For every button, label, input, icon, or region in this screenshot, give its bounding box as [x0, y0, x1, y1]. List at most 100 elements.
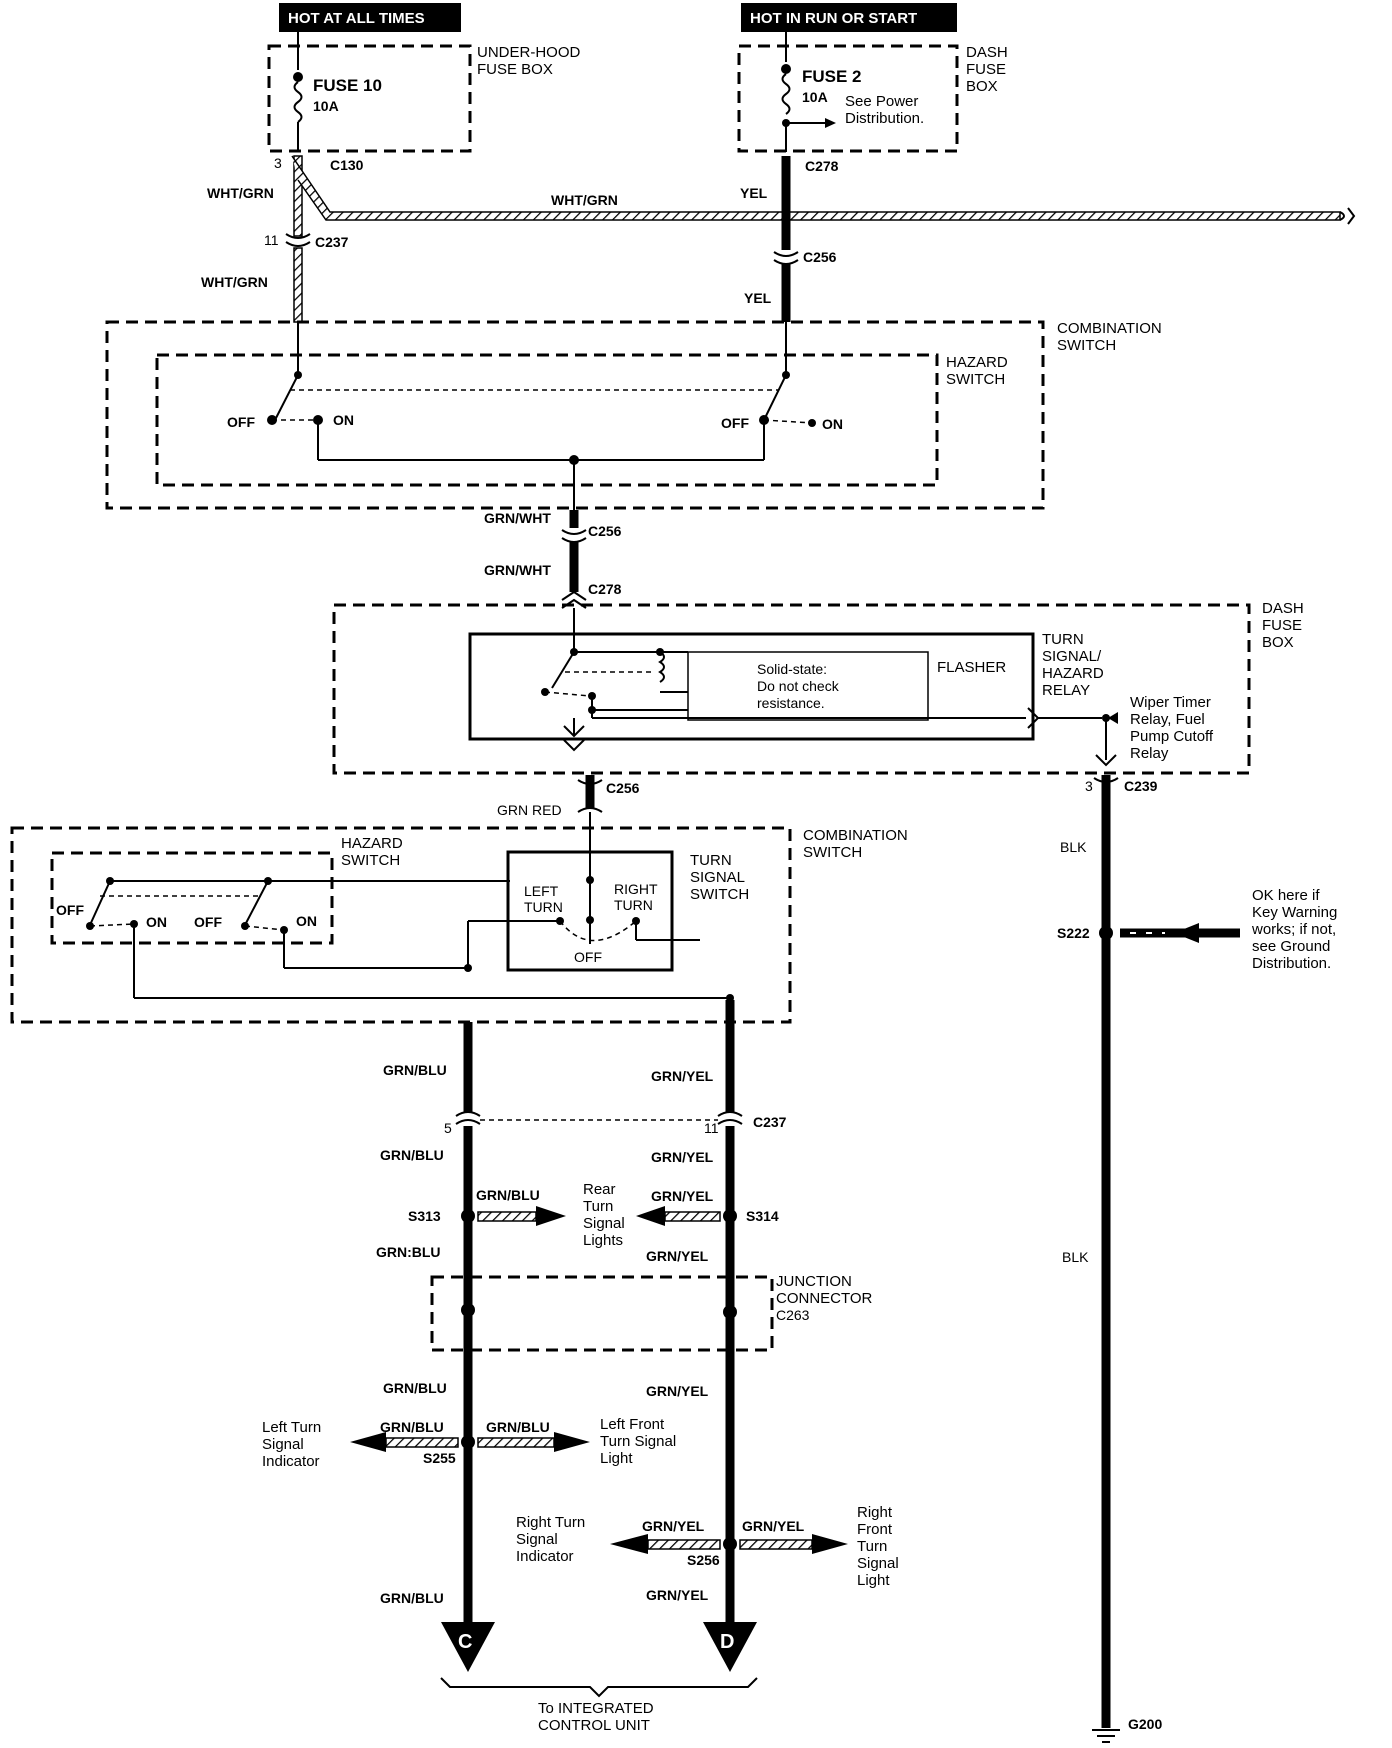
arrow-rear-left-icon	[536, 1206, 566, 1226]
s256-label: S256	[687, 1552, 720, 1568]
wiper-relay-3: Pump Cutoff	[1130, 728, 1214, 745]
flasher-label: FLASHER	[937, 659, 1006, 676]
yel-wire: YEL C256 YEL	[740, 156, 837, 322]
yel-label-1: YEL	[740, 185, 768, 201]
terminal-d-label: D	[720, 1631, 734, 1653]
yel-label-2: YEL	[744, 290, 772, 306]
left-indicator-2: Signal	[262, 1436, 304, 1453]
s313-label: S313	[408, 1208, 441, 1224]
grn-blu-branch-label: GRN/BLU	[476, 1187, 540, 1203]
arrow-left-icon	[1108, 712, 1118, 724]
left-front-3: Light	[600, 1450, 633, 1467]
arrow-right-icon	[825, 118, 836, 128]
fuse-10-label: FUSE 10	[313, 76, 382, 95]
footer-brace: To INTEGRATED CONTROL UNIT	[440, 1677, 758, 1734]
c256-mid-label: C256	[588, 523, 622, 539]
underhood-fuse-box: UNDER-HOOD FUSE BOX FUSE 10 10A 3 C130	[267, 32, 580, 173]
grn-yel-label-7: GRN/YEL	[646, 1587, 709, 1603]
grn-blu-label-6: GRN/BLU	[486, 1419, 550, 1435]
solid-state-3: resistance.	[757, 695, 825, 711]
right-front-2: Front	[857, 1521, 893, 1538]
right-front-5: Light	[857, 1572, 890, 1589]
relay-title-4: RELAY	[1042, 682, 1090, 699]
arrow-right-indicator-icon	[610, 1534, 648, 1554]
junction-title-1: JUNCTION	[776, 1273, 852, 1290]
turn-switch-title-2: SIGNAL	[690, 869, 745, 886]
underhood-title-2: FUSE BOX	[477, 61, 553, 78]
combo-bot-title-2: SWITCH	[803, 844, 862, 861]
wht-grn-wires: WHT/GRN WHT/GRN 11 C237 WHT/GRN	[201, 155, 1356, 323]
hazard-bot-title-1: HAZARD	[341, 835, 403, 852]
c130-label: C130	[330, 157, 364, 173]
rear-lights-3: Signal	[583, 1215, 625, 1232]
grn-yel-label-3: GRN/YEL	[646, 1248, 709, 1264]
fuse-10-icon	[293, 81, 303, 123]
c237-pin-11: 11	[704, 1120, 719, 1136]
left-front-1: Left Front	[600, 1416, 665, 1433]
turn-signal-switch-box	[506, 850, 674, 972]
bot-off-1: OFF	[56, 902, 84, 918]
turn-off-center: OFF	[574, 949, 602, 965]
s222-label: S222	[1057, 925, 1090, 941]
ground-path: 3 C239 BLK S222 OK here if Key Warning w…	[1057, 775, 1337, 1743]
grn-red-label: GRN RED	[497, 802, 562, 818]
grn-blu-wire: GRN/BLU 5 GRN/BLU GRN/BLU S313 GRN:BLU G…	[262, 1022, 718, 1672]
combo-top-title-2: SWITCH	[1057, 337, 1116, 354]
c256-top-label: C256	[803, 249, 837, 265]
relay-title-1: TURN	[1042, 631, 1084, 648]
right-front-1: Right	[857, 1504, 893, 1521]
header-hot-at-all-times: HOT AT ALL TIMES	[279, 3, 461, 32]
c278-mid-label: C278	[588, 581, 622, 597]
dash-mid-title-3: BOX	[1262, 634, 1294, 651]
c256-bottom-label: C256	[606, 780, 640, 796]
header-hot-at-all-times-text: HOT AT ALL TIMES	[288, 10, 425, 27]
terminal-d	[703, 1622, 757, 1672]
right-turn-2: TURN	[614, 897, 653, 913]
c237-pin-5: 5	[444, 1120, 452, 1136]
see-power-2: Distribution.	[845, 110, 924, 127]
relay-title-2: SIGNAL/	[1042, 648, 1102, 665]
left-turn-2: TURN	[524, 899, 563, 915]
grn-yel-label-2: GRN/YEL	[651, 1149, 714, 1165]
combination-switch-top: COMBINATION SWITCH HAZARD SWITCH OFF ON …	[105, 320, 1162, 510]
dash-mid-title-2: FUSE	[1262, 617, 1302, 634]
junction-connector: JUNCTION CONNECTOR C263	[430, 1273, 873, 1352]
hazard-bot-title-2: SWITCH	[341, 852, 400, 869]
right-indicator-2: Signal	[516, 1531, 558, 1548]
arrow-rear-right-icon	[636, 1206, 665, 1226]
solid-state-2: Do not check	[757, 678, 840, 694]
grn-blu-label-3: GRN:BLU	[376, 1244, 441, 1260]
grn-yel-label-1: GRN/YEL	[651, 1068, 714, 1084]
grn-wht-label-2: GRN/WHT	[484, 562, 551, 578]
combination-switch-bottom: COMBINATION SWITCH HAZARD SWITCH OFF ON …	[10, 826, 908, 1024]
dash-mid-title-1: DASH	[1262, 600, 1304, 617]
g200-label: G200	[1128, 1716, 1162, 1732]
fuse-2-rating: 10A	[802, 89, 828, 105]
wht-grn-horizontal-label: WHT/GRN	[551, 192, 618, 208]
wiper-relay-1: Wiper Timer	[1130, 694, 1211, 711]
rear-lights-4: Lights	[583, 1232, 623, 1249]
turn-signal-relay-box	[468, 632, 1035, 741]
wiper-relay-2: Relay, Fuel	[1130, 711, 1205, 728]
dash-fuse-title-3: BOX	[966, 78, 998, 95]
grn-blu-label-5: GRN/BLU	[380, 1419, 444, 1435]
c237-top-pin: 11	[264, 232, 279, 248]
s314-label: S314	[746, 1208, 779, 1224]
fuse-2-icon	[781, 73, 791, 115]
blk-label-1: BLK	[1060, 839, 1087, 855]
top-on-left: ON	[333, 412, 354, 428]
right-front-4: Signal	[857, 1555, 899, 1572]
left-front-2: Turn Signal	[600, 1433, 676, 1450]
hazard-top-title-2: SWITCH	[946, 371, 1005, 388]
right-turn-1: RIGHT	[614, 881, 658, 897]
grn-red-wire: C256 GRN RED	[497, 775, 640, 880]
ok-here-3: works; if not,	[1251, 921, 1336, 938]
rear-lights-2: Turn	[583, 1198, 613, 1215]
grn-blu-label-1: GRN/BLU	[383, 1062, 447, 1078]
turn-switch-title-1: TURN	[690, 852, 732, 869]
grn-yel-label-6: GRN/YEL	[742, 1518, 805, 1534]
right-indicator-3: Indicator	[516, 1548, 574, 1565]
grn-wht-label-1: GRN/WHT	[484, 510, 551, 526]
rear-lights-1: Rear	[583, 1181, 616, 1198]
hazard-top-title-1: HAZARD	[946, 354, 1008, 371]
